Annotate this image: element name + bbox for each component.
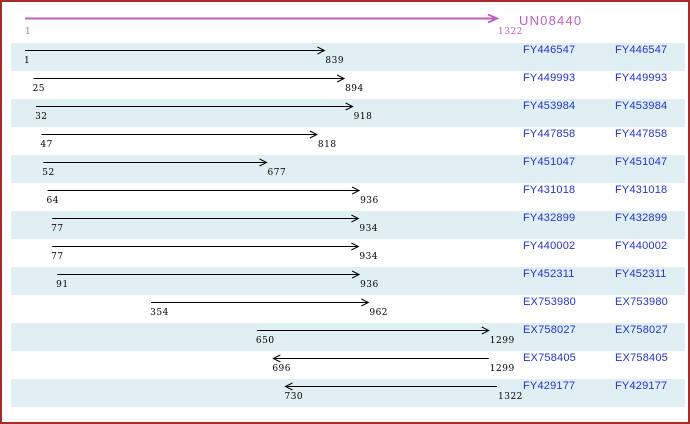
alignment-span-arrow-icon — [36, 102, 354, 111]
sequence-id-link-duplicate[interactable]: EX753980 — [615, 296, 668, 308]
start-position-label: 354 — [150, 308, 169, 318]
alignment-row: 25 894 FY449993 FY449993 — [2, 71, 688, 99]
alignment-row: 52 677 FY451047 FY451047 — [2, 155, 688, 183]
alignment-row: 47 818 FY447858 FY447858 — [2, 127, 688, 155]
alignment-span-arrow-icon — [284, 382, 497, 391]
end-position-label: 962 — [369, 308, 389, 318]
alignment-row: 1 839 FY446547 FY446547 — [2, 43, 688, 71]
alignment-span-arrow-icon — [41, 130, 319, 139]
sequence-id-link[interactable]: EX758405 — [523, 352, 576, 364]
sequence-id-link-duplicate[interactable]: FY429177 — [615, 380, 668, 392]
alignment-row: 696 1299 EX758405 EX758405 — [2, 351, 688, 379]
sequence-id-link[interactable]: FY429177 — [523, 380, 576, 392]
alignment-span-arrow-icon — [52, 242, 360, 251]
end-position-label: 894 — [345, 84, 364, 94]
alignment-span-arrow-icon — [272, 354, 489, 363]
reference-end-label: 1322 — [498, 27, 523, 37]
start-position-label: 47 — [40, 140, 53, 150]
sequence-id-link-duplicate[interactable]: FY451047 — [615, 156, 668, 168]
end-position-label: 934 — [359, 252, 379, 262]
sequence-id-link-duplicate[interactable]: FY447858 — [615, 128, 668, 140]
sequence-id-link[interactable]: FY453984 — [523, 100, 576, 112]
end-position-label: 839 — [325, 56, 345, 66]
end-position-label: 918 — [353, 112, 373, 122]
end-position-label: 1299 — [489, 336, 515, 346]
sequence-id-link[interactable]: FY451047 — [523, 156, 576, 168]
sequence-id-link-duplicate[interactable]: EX758027 — [615, 324, 668, 336]
row-stripe — [11, 379, 685, 407]
end-position-label: 1299 — [489, 364, 515, 374]
end-position-label: 936 — [360, 196, 379, 206]
sequence-id-link-duplicate[interactable]: FY440002 — [615, 240, 668, 252]
end-position-label: 934 — [359, 224, 379, 234]
end-position-label: 1322 — [498, 392, 523, 402]
start-position-label: 25 — [32, 84, 46, 94]
row-stripe — [11, 323, 685, 351]
alignment-row: 64 936 FY431018 FY431018 — [2, 183, 688, 211]
sequence-id-link-duplicate[interactable]: FY449993 — [615, 72, 668, 84]
end-position-label: 818 — [317, 140, 337, 150]
alignment-row: 91 936 FY452311 FY452311 — [2, 267, 688, 295]
sequence-id-link-duplicate[interactable]: EX758405 — [615, 352, 668, 364]
alignment-span-arrow-icon — [57, 270, 361, 279]
sequence-id-link[interactable]: FY432899 — [523, 212, 576, 224]
sequence-id-link[interactable]: FY431018 — [523, 184, 576, 196]
alignment-span-arrow-icon — [43, 158, 268, 167]
sequence-id-link[interactable]: FY452311 — [523, 268, 575, 280]
sequence-id-link[interactable]: EX758027 — [523, 324, 576, 336]
reference-arrow-icon — [25, 13, 500, 24]
start-position-label: 696 — [272, 364, 291, 374]
end-position-label: 936 — [360, 280, 379, 290]
start-position-label: 64 — [46, 196, 59, 206]
sequence-id-link-duplicate[interactable]: FY432899 — [615, 212, 668, 224]
sequence-id-link[interactable]: FY446547 — [523, 44, 576, 56]
reference-start-label: 1 — [25, 27, 32, 37]
alignment-row: 77 934 FY432899 FY432899 — [2, 211, 688, 239]
sequence-id-link-duplicate[interactable]: FY453984 — [615, 100, 668, 112]
sequence-id-link-duplicate[interactable]: FY431018 — [615, 184, 668, 196]
start-position-label: 32 — [35, 112, 48, 122]
start-position-label: 91 — [56, 280, 69, 290]
start-position-label: 77 — [51, 252, 64, 262]
alignment-row: 32 918 FY453984 FY453984 — [2, 99, 688, 127]
alignment-span-arrow-icon — [52, 214, 360, 223]
alignment-span-arrow-icon — [33, 74, 346, 83]
alignment-row: 730 1322 FY429177 FY429177 — [2, 379, 688, 407]
start-position-label: 52 — [42, 168, 55, 178]
sequence-id-link[interactable]: EX753980 — [523, 296, 576, 308]
alignment-row: 77 934 FY440002 FY440002 — [2, 239, 688, 267]
sequence-id-link[interactable]: FY449993 — [523, 72, 576, 84]
alignment-span-arrow-icon — [25, 46, 326, 55]
sequence-id-link-duplicate[interactable]: FY446547 — [615, 44, 668, 56]
start-position-label: 77 — [51, 224, 64, 234]
alignment-span-arrow-icon — [256, 326, 490, 335]
row-stripe — [11, 43, 685, 71]
sequence-id-link-duplicate[interactable]: FY452311 — [615, 268, 667, 280]
row-stripe — [11, 267, 685, 295]
sequence-id-link[interactable]: FY447858 — [523, 128, 576, 140]
start-position-label: 1 — [24, 56, 31, 66]
reference-id-label: UN08440 — [519, 13, 583, 28]
alignment-row: 354 962 EX753980 EX753980 — [2, 295, 688, 323]
alignment-span-arrow-icon — [151, 298, 370, 307]
alignment-row: 650 1299 EX758027 EX758027 — [2, 323, 688, 351]
reference-row: 1 1322 UN08440 — [2, 6, 688, 42]
start-position-label: 730 — [284, 392, 304, 402]
end-position-label: 677 — [267, 168, 287, 178]
start-position-label: 650 — [255, 336, 275, 346]
row-stripe — [11, 155, 685, 183]
alignment-span-arrow-icon — [47, 186, 361, 195]
row-stripe — [11, 211, 685, 239]
sequence-id-link[interactable]: FY440002 — [523, 240, 576, 252]
